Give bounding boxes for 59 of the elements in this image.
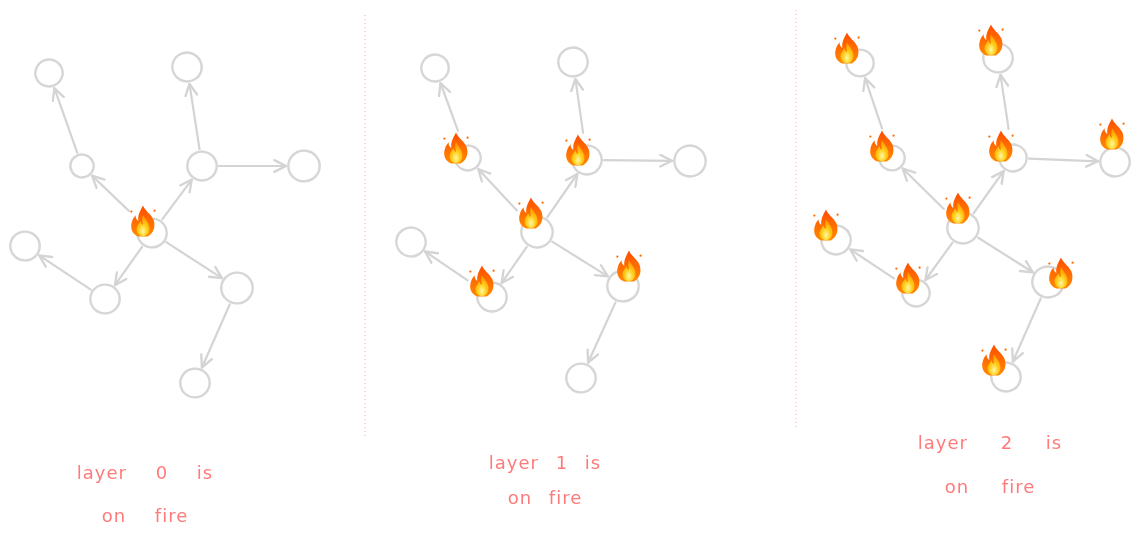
node-circle: [136, 217, 168, 249]
arrow: [217, 159, 288, 173]
arrow: [586, 301, 617, 364]
arrow: [477, 167, 518, 212]
arrow: [500, 245, 528, 285]
arrow: [849, 248, 895, 280]
arrow: [200, 303, 231, 369]
node-circle: [89, 283, 121, 315]
node-circle: [9, 230, 41, 262]
node-circle: [34, 58, 64, 88]
node-circle: [820, 224, 852, 256]
arrow: [1011, 297, 1042, 363]
arrow: [570, 77, 585, 134]
node-circle: [557, 46, 589, 78]
node-circle: [845, 48, 875, 78]
arrow: [995, 73, 1010, 130]
arrow: [165, 241, 224, 280]
panel-caption: layer 1 is on fire: [487, 451, 603, 510]
arrow: [113, 245, 144, 287]
node-circle: [673, 144, 707, 178]
panel-caption: layer 2 is on fire: [916, 431, 1064, 499]
node-circle: [571, 144, 603, 176]
arrow: [437, 81, 460, 132]
arrow: [901, 167, 945, 211]
node-circle: [946, 211, 980, 245]
node-circle: [1099, 146, 1131, 178]
node-circle: [171, 51, 203, 83]
node-circle: [287, 149, 321, 183]
arrow: [161, 178, 193, 221]
node-circle: [454, 144, 482, 172]
arrow: [1027, 153, 1100, 168]
node-circle: [395, 226, 427, 258]
node-circle: [420, 53, 450, 83]
node-circle: [69, 153, 95, 179]
node-circle: [476, 281, 508, 313]
node-circle: [220, 271, 254, 305]
node-circle: [990, 361, 1022, 393]
arrow: [602, 153, 674, 168]
node-circle: [878, 144, 906, 172]
node-circle: [179, 367, 211, 399]
node-circle: [186, 150, 218, 182]
arrow: [423, 250, 469, 282]
node-circle: [1031, 265, 1065, 299]
arrow: [924, 241, 954, 282]
arrow: [38, 254, 92, 291]
node-circle: [901, 278, 931, 308]
arrow: [184, 82, 201, 151]
node-circle: [565, 362, 597, 394]
node-circle: [982, 42, 1014, 74]
node-circle: [520, 215, 554, 249]
node-circle: [606, 269, 640, 303]
arrow: [972, 169, 1005, 215]
arrow: [546, 172, 579, 219]
arrow: [551, 240, 609, 278]
arrow: [90, 174, 130, 212]
arrow: [51, 86, 79, 154]
node-circle: [998, 143, 1028, 173]
arrow: [977, 236, 1034, 274]
panel-caption: layer 0 is on fire: [75, 461, 215, 528]
